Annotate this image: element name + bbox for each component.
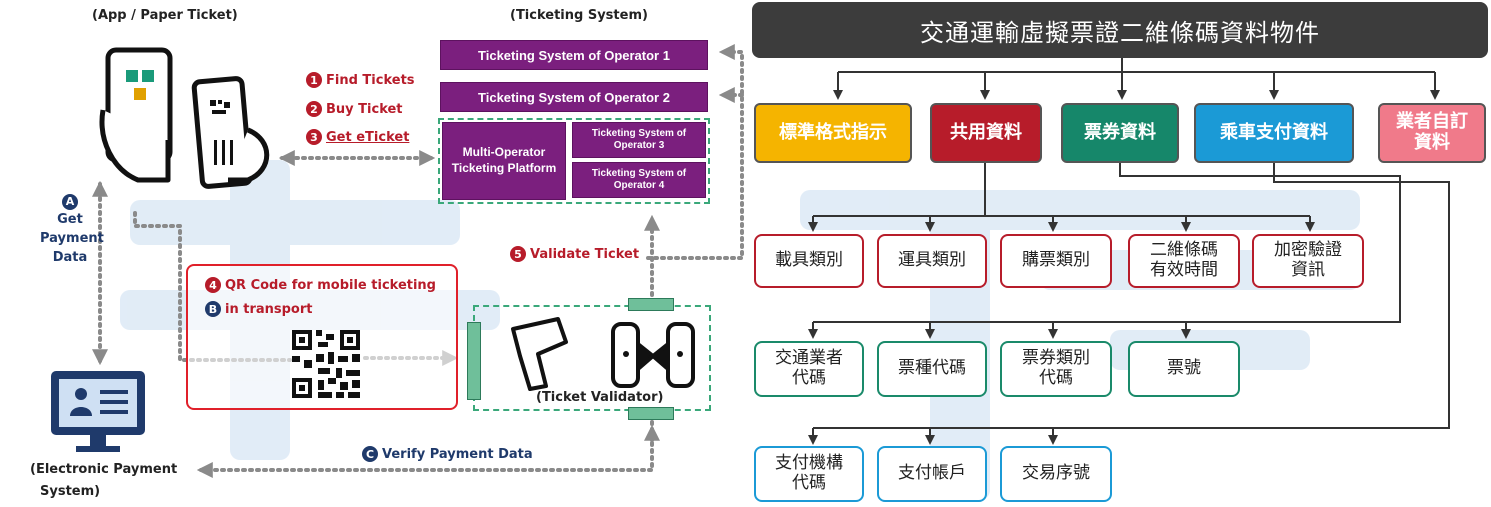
- eps-label-line-1: (Electronic Payment: [30, 462, 178, 477]
- step-label: Validate Ticket: [530, 246, 640, 262]
- category-standard-format: 標準格式指示: [754, 103, 912, 163]
- field-qr-validity: 二維條碼 有效時間: [1128, 234, 1240, 288]
- step-label: Verify Payment Data: [382, 446, 533, 462]
- diagram-title: 交通運輸虛擬票證二維條碼資料物件: [752, 2, 1488, 58]
- category-operator-custom: 業者自訂 資料: [1378, 103, 1486, 163]
- operator-4-system: Ticketing System of Operator 4: [572, 162, 706, 198]
- step-label: QR Code for mobile ticketing: [225, 277, 436, 293]
- field-line-1: 二維條碼: [1150, 240, 1218, 261]
- multi-operator-group: [438, 118, 710, 204]
- field-line-1: 加密驗證: [1274, 240, 1342, 261]
- field-line-2: 有效時間: [1150, 260, 1218, 280]
- mobile-phone-and-ticket-icon: [99, 47, 270, 189]
- validator-reader-left: [467, 322, 481, 400]
- multi-operator-platform: Multi-Operator Ticketing Platform: [442, 122, 566, 200]
- step-number: C: [362, 446, 378, 462]
- step-label: Get eTicket: [326, 129, 410, 145]
- get-payment-data: A Get Payment Data: [40, 190, 104, 265]
- scanner-and-gate-icon: [511, 317, 695, 391]
- field-payment-account: 支付帳戶: [877, 446, 987, 502]
- operator-3-system: Ticketing System of Operator 3: [572, 122, 706, 158]
- field-line-2: 代碼: [1039, 368, 1073, 388]
- field-transaction-serial: 交易序號: [1000, 446, 1112, 502]
- operator-2-system: Ticketing System of Operator 2: [440, 82, 708, 112]
- step-number: 2: [306, 101, 322, 117]
- field-operator-code: 交通業者 代碼: [754, 341, 864, 397]
- step-number: 5: [510, 246, 526, 262]
- field-line-1: 交通業者: [775, 348, 843, 369]
- field-transport-type: 運具類別: [877, 234, 987, 288]
- ticket-validator-label: (Ticket Validator): [536, 390, 664, 405]
- electronic-payment-monitor-icon: [51, 371, 145, 452]
- field-ticket-number: 票號: [1128, 341, 1240, 397]
- field-encryption-info: 加密驗證 資訊: [1252, 234, 1364, 288]
- operator-1-system: Ticketing System of Operator 1: [440, 40, 708, 70]
- field-purchase-type: 購票類別: [1000, 234, 1112, 288]
- category-common-data: 共用資料: [930, 103, 1042, 163]
- field-carrier-type: 載具類別: [754, 234, 864, 288]
- qr-code-icon: [292, 330, 360, 398]
- validator-reader-bottom: [628, 407, 674, 420]
- field-line-1: 支付機構: [775, 453, 843, 474]
- category-line-2: 資料: [1414, 132, 1450, 153]
- eps-label-line-2: System): [40, 484, 101, 499]
- app-header: (App / Paper Ticket): [92, 8, 238, 23]
- category-line-1: 業者自訂: [1396, 111, 1468, 133]
- field-payment-institution-code: 支付機構 代碼: [754, 446, 864, 502]
- field-line-2: 代碼: [792, 473, 826, 493]
- step-label: in transport: [225, 301, 313, 317]
- field-ticket-category-code: 票券類別 代碼: [1000, 341, 1112, 397]
- get-payment-line-3: Data: [52, 249, 88, 265]
- field-line-2: 資訊: [1291, 260, 1325, 280]
- step-number: 3: [306, 129, 322, 145]
- step-label: Find Tickets: [326, 72, 415, 88]
- step-label: Buy Ticket: [326, 101, 403, 117]
- step-number: 1: [306, 72, 322, 88]
- field-ticket-kind-code: 票種代碼: [877, 341, 987, 397]
- field-line-1: 票券類別: [1022, 348, 1090, 369]
- category-payment-data: 乘車支付資料: [1194, 103, 1354, 163]
- validator-reader-top: [628, 298, 674, 311]
- get-payment-line-1: Get: [57, 211, 83, 227]
- category-ticket-data: 票券資料: [1061, 103, 1179, 163]
- ticketing-system-header: (Ticketing System): [510, 8, 648, 23]
- step-number: A: [62, 193, 78, 210]
- get-payment-line-2: Payment: [40, 230, 104, 246]
- field-line-2: 代碼: [792, 368, 826, 388]
- step-number: B: [205, 301, 221, 317]
- step-number: 4: [205, 277, 221, 293]
